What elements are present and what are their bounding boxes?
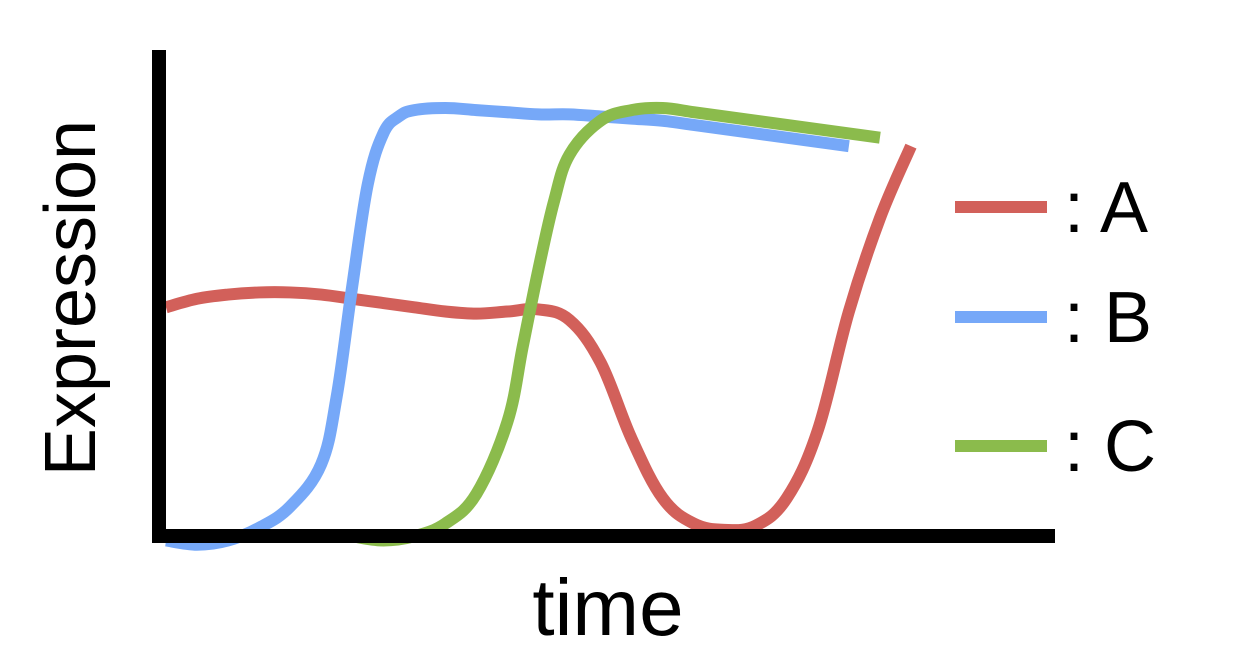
legend-item-b: : B: [955, 278, 1152, 358]
legend: : A : B : C: [955, 168, 1156, 487]
legend-label-b: : B: [1064, 278, 1152, 358]
y-axis-label: Expression: [31, 120, 111, 476]
legend-item-c: : C: [955, 407, 1156, 487]
x-axis-label: time: [532, 563, 683, 652]
series-layer: [164, 101, 917, 551]
series-line-a: [164, 143, 917, 537]
legend-label-a: : A: [1064, 168, 1148, 248]
series-line-b: [165, 102, 850, 551]
series-line-c: [351, 101, 881, 547]
legend-label-c: : C: [1064, 407, 1156, 487]
legend-item-a: : A: [955, 168, 1148, 248]
